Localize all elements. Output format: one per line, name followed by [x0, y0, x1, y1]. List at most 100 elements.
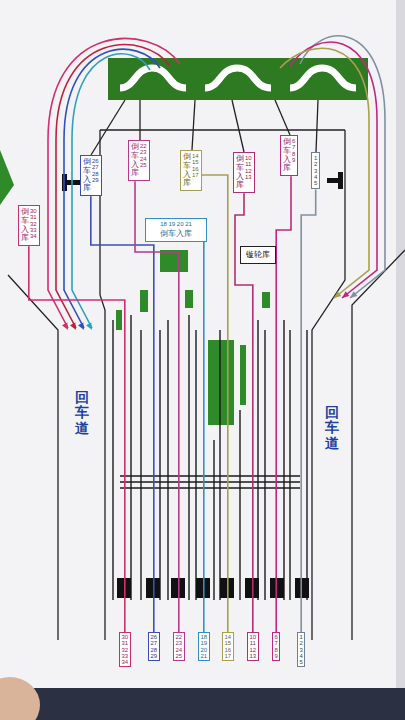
return-loop-lines — [48, 36, 385, 328]
drawing-polygon — [62, 322, 68, 330]
track-numbers: 18 19 20 21 — [160, 221, 192, 228]
track-number-box: 1 2 3 4 5 — [297, 632, 305, 667]
road-label: 回车道 — [75, 390, 89, 436]
drawing-rect — [338, 172, 343, 189]
track-numbers: 26 27 28 29 — [151, 634, 158, 659]
drawing-line — [120, 487, 300, 488]
track-connector — [203, 242, 205, 632]
drawing-polygon — [350, 291, 357, 298]
track-numbers: 30 31 32 33 34 — [122, 634, 129, 665]
track-number-box: 6 7 8 9 — [272, 632, 280, 661]
track-number-box: 22 23 24 25 — [173, 632, 185, 661]
track-connector — [135, 181, 179, 632]
drawing-path — [232, 100, 244, 152]
drawing-path — [280, 48, 369, 298]
track-number-box: 18 19 20 21 — [198, 632, 210, 661]
drawing-path — [8, 275, 58, 640]
drawing-path — [290, 42, 377, 298]
track-numbers: 10 11 12 13 — [250, 634, 257, 659]
box-title: 倒车入库 — [131, 143, 139, 178]
drawing-path — [275, 100, 290, 135]
drawing-path — [316, 100, 318, 152]
drawing-path — [290, 68, 356, 88]
drawing-path — [91, 100, 125, 155]
drawing-path — [100, 130, 105, 640]
track-number-box: 30 31 32 33 34 — [119, 632, 131, 667]
drawing-path — [352, 250, 405, 640]
depot-track-box: 18 19 20 21倒车入库 — [145, 218, 207, 242]
drawing-line — [283, 320, 284, 600]
depot-track-box: 倒车入库30 31 32 33 34 — [18, 205, 40, 246]
depot-track-box: 倒车入库22 23 24 25 — [128, 140, 150, 181]
track-numbers: 14 15 16 17 — [225, 634, 232, 659]
depot-track-box: 倒车入库26 27 28 29 — [80, 155, 102, 196]
road-label: 回车道 — [325, 405, 339, 451]
drawing-line — [239, 410, 240, 600]
drawing-line — [112, 320, 113, 600]
drawing-path — [312, 130, 345, 640]
depot-track-box: 倒车入库14 15 16 17 — [180, 150, 202, 191]
box-title: 倒车入库 — [160, 229, 192, 239]
green-blocks — [116, 250, 270, 425]
track-connector — [202, 175, 228, 632]
track-connector — [29, 246, 125, 632]
depot-track-box: 倒车入库6 7 8 9 — [280, 135, 298, 176]
track-numbers: 30 31 32 33 34 — [30, 208, 37, 239]
drawing-polygon — [86, 322, 92, 330]
drawing-polygon — [70, 322, 76, 330]
box-title: 倒车入库 — [236, 155, 244, 190]
drawing-ellipse — [0, 677, 40, 720]
drawing-line — [264, 330, 265, 600]
track-numbers: 6 7 8 9 — [292, 138, 295, 163]
drawing-path — [139, 100, 140, 140]
drawing-line — [195, 330, 196, 600]
drawing-path — [56, 45, 170, 328]
track-numbers: 26 27 28 29 — [92, 158, 99, 183]
drawing-rect — [140, 290, 148, 312]
box-title: 倒车入库 — [21, 208, 29, 243]
drawing-polygon — [0, 150, 14, 205]
drawing-rect — [262, 292, 270, 308]
track-numbers: 1 2 3 4 5 — [314, 155, 317, 186]
drawing-path — [120, 68, 186, 88]
drawing-path — [48, 38, 180, 328]
drawing-line — [289, 330, 290, 600]
drawing-path — [72, 54, 150, 328]
box-title: 倒车入库 — [183, 153, 191, 188]
track-number-box: 10 11 12 13 — [247, 632, 259, 661]
return-arrowheads — [62, 291, 357, 330]
drawing-rect — [185, 290, 193, 308]
drawing-polygon — [78, 322, 84, 330]
track-numbers: 6 7 8 9 — [275, 634, 278, 659]
drawing-rect — [208, 340, 234, 425]
depot-track-box: 1 2 3 4 5 — [311, 152, 320, 189]
box-title: 镟轮库 — [243, 249, 273, 261]
box-title: 倒车入库 — [283, 138, 291, 173]
drawing-line — [257, 320, 258, 600]
drawing-line — [219, 330, 220, 600]
track-numbers: 10 11 12 13 — [245, 155, 252, 180]
drawing-line — [159, 330, 160, 600]
track-number-box: 26 27 28 29 — [148, 632, 160, 661]
drawing-polygon — [334, 291, 341, 298]
track-numbers: 22 23 24 25 — [140, 143, 147, 168]
track-ends — [117, 578, 309, 598]
drawing-path — [192, 100, 195, 150]
drawing-rect — [160, 250, 188, 272]
drawing-path — [205, 68, 271, 88]
drawing-line — [188, 315, 189, 600]
drawing-path — [64, 49, 160, 328]
drawing-polygon — [342, 291, 349, 298]
drawing-line — [213, 440, 214, 600]
track-connector — [301, 190, 316, 633]
drawing-line — [167, 320, 168, 600]
depot-track-box: 倒车入库10 11 12 13 — [233, 152, 255, 193]
track-lines — [113, 315, 307, 600]
workshop-box: 镟轮库 — [240, 246, 276, 264]
drawing-line — [120, 481, 300, 482]
